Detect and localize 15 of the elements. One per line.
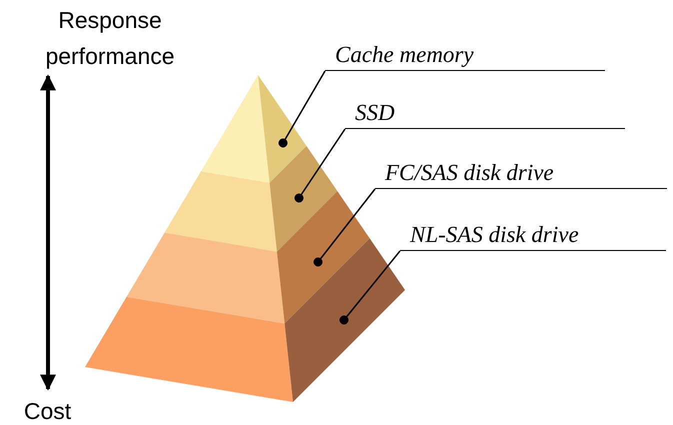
pyramid-layer bbox=[126, 191, 370, 324]
pyramid-layer bbox=[164, 146, 338, 252]
pyramid-top-layer bbox=[200, 75, 306, 183]
pyramid-layer bbox=[85, 238, 405, 402]
leader-line bbox=[294, 128, 346, 202]
leader-line bbox=[340, 250, 401, 324]
axis-label: Cost bbox=[10, 393, 85, 425]
callout-label: Cache memory bbox=[325, 40, 605, 71]
leader-line bbox=[314, 188, 376, 266]
axis-label: Response performance bbox=[5, 2, 215, 74]
leader-line bbox=[278, 70, 326, 148]
double-arrow bbox=[40, 74, 56, 391]
callout-label: NL-SAS disk drive bbox=[400, 220, 666, 251]
callout-label: FC/SAS disk drive bbox=[375, 158, 667, 189]
callout-label: SSD bbox=[345, 98, 625, 129]
